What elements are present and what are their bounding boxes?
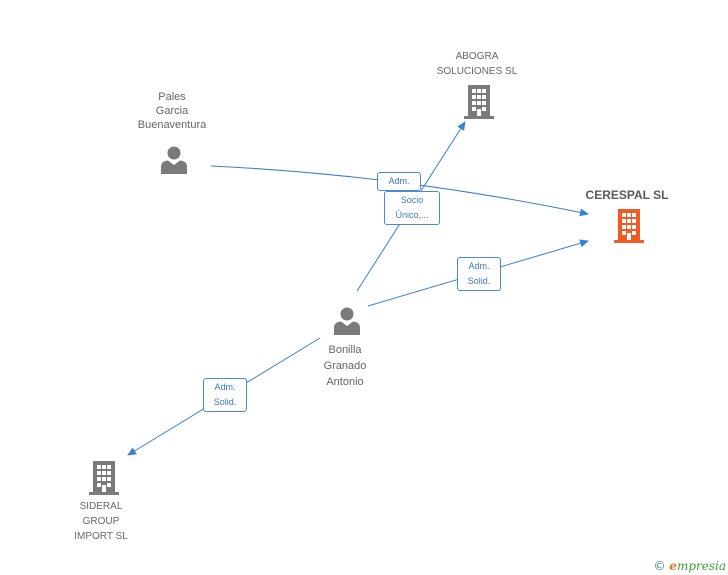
copyright-symbol: © <box>653 559 666 573</box>
building-icon[interactable] <box>614 209 644 243</box>
building-icon[interactable] <box>464 85 494 119</box>
empresia-logo[interactable]: © empresia <box>653 559 726 573</box>
company-label-cerespal[interactable]: CERESPAL SL <box>585 188 669 202</box>
company-label-sideral[interactable]: SIDERAL GROUP IMPORT SL <box>74 501 128 542</box>
person-icon[interactable] <box>332 306 362 336</box>
edge-label-bonilla-cerespal[interactable]: Adm. Solid. <box>457 257 501 291</box>
edge-label-bonilla-abogra[interactable]: Socio Único,... <box>384 191 440 225</box>
person-icon[interactable] <box>159 145 189 175</box>
brand-name: mpresia <box>676 559 726 573</box>
person-label-pales[interactable]: Pales Garcia Buenaventura <box>137 91 207 131</box>
edge-label-pales-cerespal[interactable]: Adm. <box>377 172 421 191</box>
company-label-abogra[interactable]: ABOGRA SOLUCIONES SL <box>436 51 518 77</box>
person-label-bonilla[interactable]: Bonilla Granado Antonio <box>323 344 367 388</box>
building-icon[interactable] <box>89 461 119 495</box>
brand-initial: e <box>669 559 677 573</box>
edge-label-bonilla-sideral[interactable]: Adm. Solid. <box>203 378 247 412</box>
